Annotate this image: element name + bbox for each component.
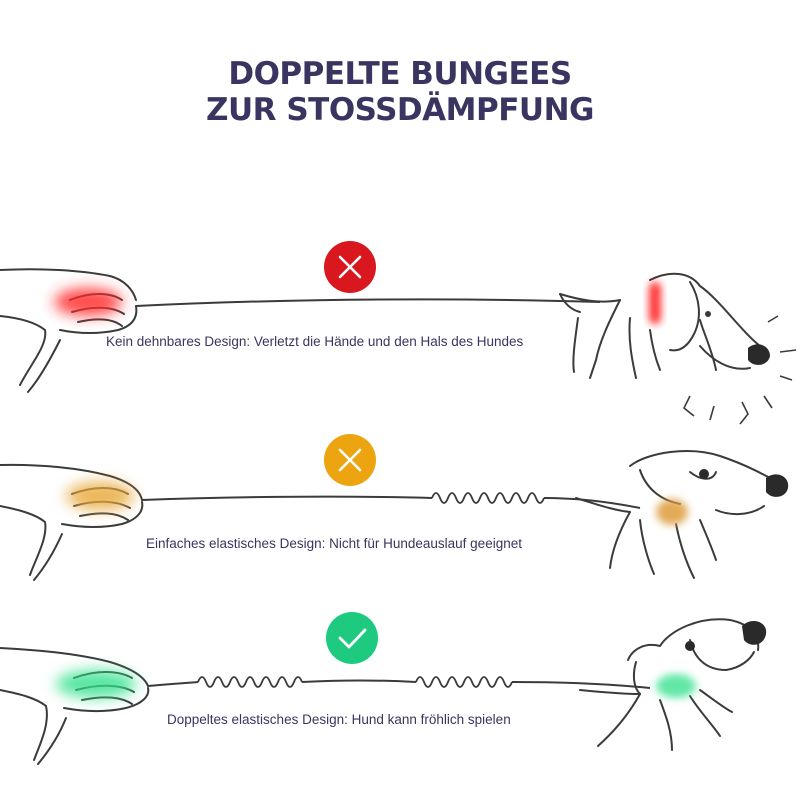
row-1-caption: Kein dehnbares Design: Verletzt die Händ… — [106, 334, 524, 349]
dog-icon — [559, 272, 761, 379]
dog-icon — [575, 450, 785, 579]
row-3-illustration — [0, 612, 767, 765]
badge-circle — [326, 612, 378, 664]
comfort-glow-hand — [56, 670, 136, 698]
title-line-2: ZUR STOSSDÄMPFUNG — [206, 92, 594, 128]
dog-nose — [742, 620, 767, 645]
row-3-badge — [326, 612, 378, 664]
pain-glow-collar — [649, 282, 661, 324]
leash-segment — [147, 681, 199, 687]
dog-eye — [699, 469, 709, 479]
strain-glow-collar — [656, 499, 688, 525]
row-2-caption: Einfaches elastisches Design: Nicht für … — [146, 536, 522, 551]
hand-icon — [0, 268, 138, 393]
row-1-badge — [324, 241, 376, 293]
dog-icon — [579, 618, 760, 751]
bungee-spring — [431, 492, 545, 504]
dog-eye — [705, 311, 711, 317]
leash-segment — [511, 681, 651, 689]
hand-icon — [0, 647, 150, 765]
comfort-glow-collar — [656, 674, 696, 698]
strain-glow-hand — [66, 482, 134, 510]
title-line-1: DOPPELTE BUNGEES — [228, 56, 572, 92]
leash-segment — [141, 495, 433, 501]
stress-lines — [682, 315, 797, 425]
hand-icon — [0, 463, 144, 581]
pain-glow-hand — [54, 288, 122, 316]
row-2-badge — [324, 434, 376, 486]
leash-segment — [543, 497, 641, 509]
row-1-illustration — [0, 241, 797, 425]
row-3-caption: Doppeltes elastisches Design: Hund kann … — [167, 712, 511, 727]
bungee-spring — [197, 676, 303, 688]
x-icon — [338, 255, 362, 279]
leash-segment — [301, 679, 417, 683]
row-2-illustration — [0, 434, 789, 581]
bungee-spring — [415, 676, 513, 688]
dog-nose — [766, 474, 789, 497]
dog-nose — [748, 344, 770, 365]
leash-rigid — [135, 298, 601, 307]
check-icon — [338, 628, 367, 649]
x-icon — [338, 448, 362, 472]
page-title: DOPPELTE BUNGEES ZUR STOSSDÄMPFUNG — [0, 56, 800, 128]
dog-eye — [685, 641, 695, 651]
